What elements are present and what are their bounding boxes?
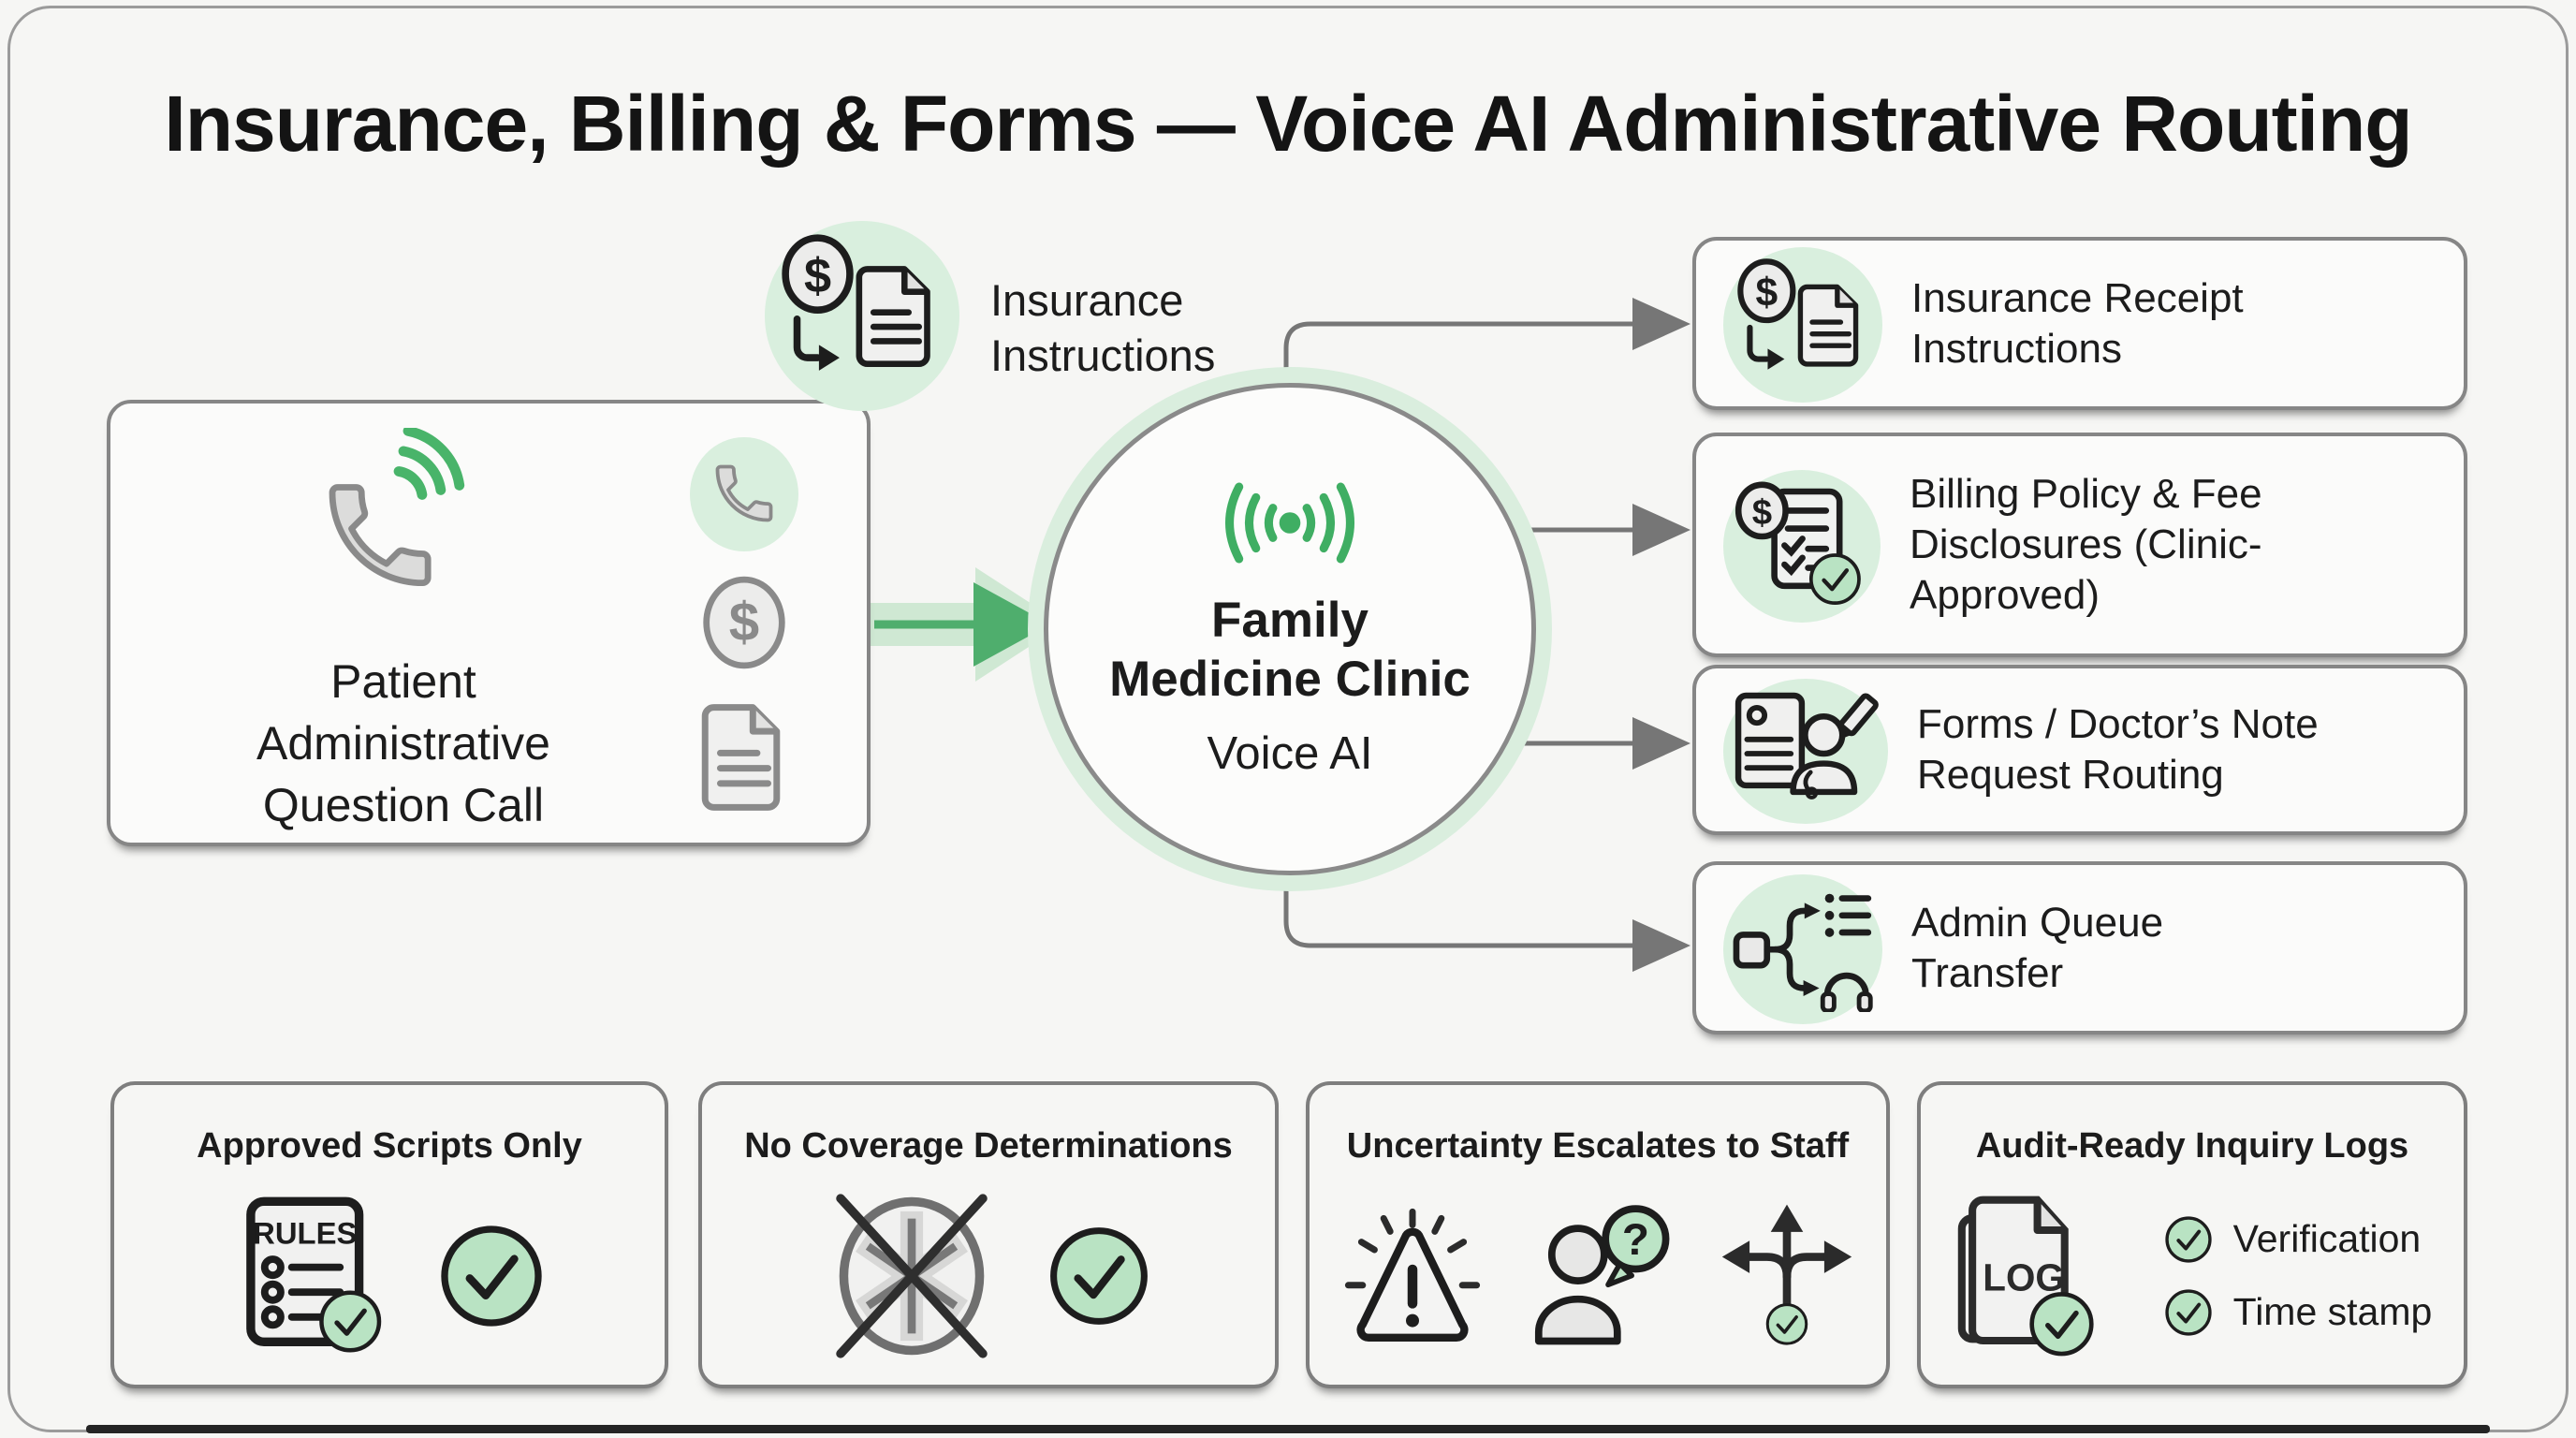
insurance-instructions-annotation: Insurance Instructions <box>764 221 1281 412</box>
policy-box-approved-scripts: Approved Scripts Only <box>110 1081 668 1388</box>
audit-row-label: Time stamp <box>2232 1290 2433 1333</box>
policy-icons <box>230 1167 549 1385</box>
caller-label: Patient Administrative Question Call <box>256 655 550 831</box>
audit-row: Verification <box>2162 1213 2433 1266</box>
check-circle-icon <box>1044 1221 1154 1331</box>
policy-box-no-coverage: No Coverage Determinations <box>698 1081 1279 1388</box>
policy-icons <box>823 1167 1154 1385</box>
audit-check-rows: Verification Time stamp <box>2162 1213 2433 1339</box>
route-label: Admin Queue Transfer <box>1911 899 2164 996</box>
no-coverage-icon <box>823 1187 1001 1365</box>
route-label: Billing Policy & Fee Disclosures (Clinic… <box>1910 471 2262 618</box>
policy-box-uncertainty-escalates: Uncertainty Escalates to Staff <box>1306 1081 1890 1388</box>
policy-title: No Coverage Determinations <box>744 1126 1233 1166</box>
route-label: Forms / Doctor’s Note Request Routing <box>1917 701 2319 798</box>
hub-name: Family Medicine Clinic <box>1109 592 1471 707</box>
policy-box-audit-logs: Audit-Ready Inquiry Logs Verification Ti… <box>1917 1081 2467 1388</box>
dollar-coin-icon <box>692 570 797 675</box>
check-circle-icon <box>2162 1286 2215 1339</box>
insurance-instructions-label: Insurance Instructions <box>990 275 1216 380</box>
check-circle-icon <box>2162 1213 2215 1266</box>
forms-doctor-note-icon <box>1722 679 1889 824</box>
route-box-billing-policy: Billing Policy & Fee Disclosures (Clinic… <box>1692 433 2467 657</box>
person-question-icon <box>1523 1202 1680 1349</box>
audit-row: Time stamp <box>2162 1286 2433 1339</box>
policy-icons <box>1334 1167 1862 1385</box>
caller-box: Patient Administrative Question Call <box>107 400 871 846</box>
branch-arrows-icon <box>1712 1202 1862 1349</box>
hub-subtitle: Voice AI <box>1207 728 1373 780</box>
queue-transfer-icon <box>1722 873 1883 1025</box>
route-box-insurance-receipt: Insurance Receipt Instructions <box>1692 237 2467 410</box>
green-arrowhead <box>973 582 1050 667</box>
route-box-forms-doctors-note: Forms / Doctor’s Note Request Routing <box>1692 665 2467 835</box>
log-document-icon <box>1953 1191 2119 1360</box>
phone-icon <box>689 436 799 552</box>
route-label: Insurance Receipt Instructions <box>1911 274 2244 372</box>
page-title: Insurance, Billing & Forms — Voice AI Ad… <box>164 80 2412 168</box>
document-icon <box>690 703 798 812</box>
policy-icons: Verification Time stamp <box>1953 1167 2433 1385</box>
warning-icon <box>1334 1204 1491 1348</box>
voice-signal-icon <box>1210 478 1369 567</box>
policy-title: Audit-Ready Inquiry Logs <box>1975 1126 2409 1166</box>
policy-title: Approved Scripts Only <box>197 1126 582 1166</box>
bottom-edge-bar <box>86 1425 2490 1433</box>
rules-document-icon <box>230 1196 391 1357</box>
billing-checklist-icon <box>1723 469 1881 623</box>
phone-call-icon <box>310 428 497 602</box>
policy-title: Uncertainty Escalates to Staff <box>1346 1126 1850 1166</box>
check-circle-icon <box>434 1219 549 1333</box>
route-box-admin-queue: Admin Queue Transfer <box>1692 861 2467 1034</box>
audit-row-label: Verification <box>2232 1217 2422 1260</box>
caller-main: Patient Administrative Question Call <box>183 428 623 836</box>
voice-ai-hub: Family Medicine Clinic Voice AI <box>1044 383 1536 875</box>
dollar-document-icon <box>1722 247 1883 403</box>
caller-side-icons <box>683 436 805 812</box>
green-arrow-halo <box>871 567 1063 682</box>
dollar-document-icon <box>764 221 960 412</box>
